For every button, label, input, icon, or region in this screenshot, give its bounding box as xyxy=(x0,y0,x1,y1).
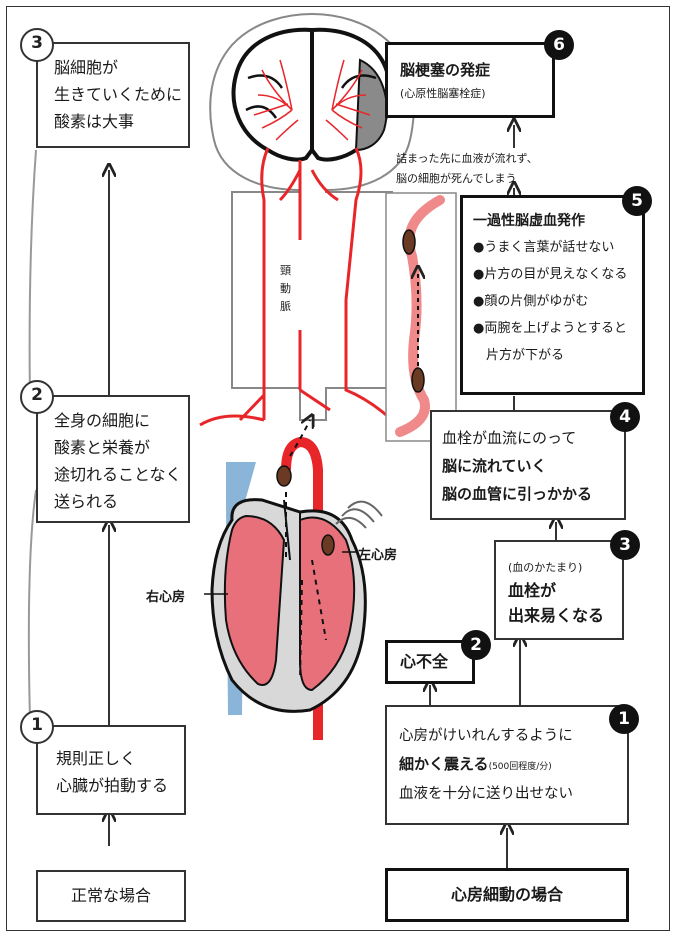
af-step3-note: (血のかたまり) xyxy=(508,561,583,574)
clot-inset xyxy=(385,192,457,442)
normal-start-label: 正常な場合 xyxy=(70,886,151,905)
af-step5-badge: 5 xyxy=(622,186,652,216)
af-note-line: 脳の細胞が死んでしまう xyxy=(396,172,517,185)
right-atrium-label: 右心房 xyxy=(146,590,186,605)
af-step3-line: 出来易くなる xyxy=(508,606,605,625)
normal-step1-badge: 1 xyxy=(20,710,54,744)
af-step4-line3: 脳の血管に引っかかる xyxy=(442,485,593,503)
normal-step1-line: 心臓が拍動する xyxy=(56,776,169,795)
af-step6-badge: 6 xyxy=(544,30,574,60)
af-note-line: 詰まった先に血液が流れず、 xyxy=(396,152,538,165)
af-step1-line2: 細かく震える(500回程度/分) xyxy=(399,750,627,781)
left-atrium-label: 左心房 xyxy=(358,548,398,563)
af-step5-title: 一過性脳虚血発作 xyxy=(473,213,585,229)
af-step2-label: 心不全 xyxy=(400,652,449,671)
normal-step2-line: 酸素と栄養が xyxy=(54,438,151,457)
normal-step2-box: 全身の細胞に 酸素と栄養が 途切れることなく 送られる xyxy=(36,395,190,523)
carotid-label: 頸動脈 xyxy=(280,264,291,313)
af-step3-line: 血栓が xyxy=(508,581,557,600)
af-step5-item: ●両腕を上げようとすると xyxy=(473,321,627,336)
af-step6-box: 脳梗塞の発症 (心原性脳塞栓症) xyxy=(385,42,555,118)
af-step2-box: 心不全 xyxy=(385,640,475,684)
normal-step2-line: 送られる xyxy=(54,492,119,511)
af-step1-box: 心房がけいれんするように 細かく震える(500回程度/分) 血液を十分に送り出せ… xyxy=(385,705,629,825)
af-step5-item: 片方が下がる xyxy=(473,348,565,363)
af-start-box: 心房細動の場合 xyxy=(385,868,629,922)
normal-start-box: 正常な場合 xyxy=(36,870,186,922)
normal-step3-line: 脳細胞が xyxy=(54,58,119,77)
af-step3-box: (血のかたまり) 血栓が 出来易くなる xyxy=(494,540,624,640)
aorta xyxy=(281,436,323,740)
af-step1-line2-bold: 細かく震える xyxy=(399,755,489,773)
af-step5-item: ●うまく言葉が話せない xyxy=(473,240,615,255)
af-step1-badge: 1 xyxy=(609,704,639,734)
af-step4-badge: 4 xyxy=(610,402,640,432)
af-step5-item: ●顔の片側がゆがむ xyxy=(473,294,589,309)
normal-step3-badge: 3 xyxy=(20,28,54,62)
normal-step3-line: 酸素は大事 xyxy=(54,112,135,131)
normal-step3-line: 生きていくために xyxy=(54,85,183,104)
normal-step1-line: 規則正しく xyxy=(56,749,137,768)
heart xyxy=(210,420,383,715)
normal-step2-line: 途切れることなく xyxy=(54,465,182,484)
af-step4-line2: 脳に流れていく xyxy=(442,457,547,475)
af-step6-subtitle: (心原性脳塞栓症) xyxy=(400,87,486,100)
af-step3-badge: 3 xyxy=(610,530,640,560)
af-step2-badge: 2 xyxy=(461,630,491,660)
af-step4-box: 血栓が血流にのって 脳に流れていく 脳の血管に引っかかる xyxy=(430,410,626,520)
af-step5-box: 一過性脳虚血発作 ●うまく言葉が話せない ●片方の目が見えなくなる ●顔の片側が… xyxy=(460,195,645,395)
left-atrium-shape xyxy=(299,516,356,692)
figure-frame xyxy=(6,6,670,931)
af-start-label: 心房細動の場合 xyxy=(450,885,563,904)
normal-step2-badge: 2 xyxy=(20,380,54,414)
right-atrium-shape xyxy=(223,514,286,686)
af-step1-line1: 心房がけいれんするように xyxy=(399,728,573,744)
af-step4-line1: 血栓が血流にのって xyxy=(442,429,577,447)
af-step1-line3: 血液を十分に送り出せない xyxy=(399,786,573,802)
normal-step3-box: 脳細胞が 生きていくために 酸素は大事 xyxy=(36,42,190,148)
af-step1-line2-small: (500回程度/分) xyxy=(488,762,552,772)
normal-step1-box: 規則正しく 心臓が拍動する xyxy=(36,725,186,815)
af-step5-item: ●片方の目が見えなくなる xyxy=(473,267,628,282)
brain xyxy=(231,27,393,162)
af-step6-title: 脳梗塞の発症 xyxy=(400,61,491,79)
normal-step2-line: 全身の細胞に xyxy=(54,411,151,430)
